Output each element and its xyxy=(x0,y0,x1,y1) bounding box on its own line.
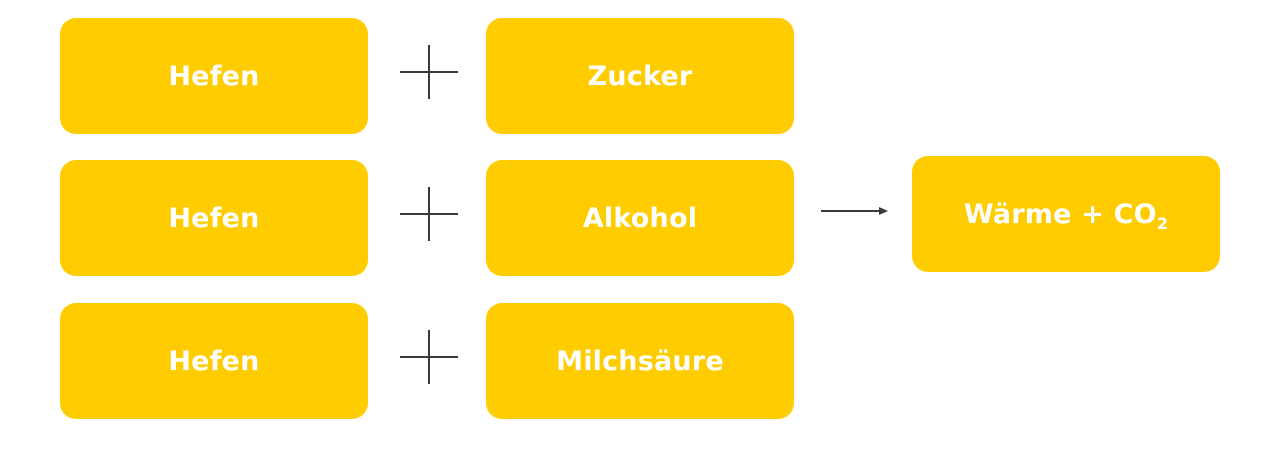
box-row1-yeast: Hefen xyxy=(60,18,368,134)
box-result-label: Wärme + CO2 xyxy=(963,198,1169,233)
box-row2-yeast-label: Hefen xyxy=(168,202,260,234)
plus-icon xyxy=(400,45,458,99)
box-row3-yeast-label: Hefen xyxy=(168,345,260,377)
box-row1-yeast-label: Hefen xyxy=(168,60,260,92)
co2-subscript: 2 xyxy=(1156,213,1169,233)
box-row1-sugar: Zucker xyxy=(486,18,794,134)
box-result-heat-co2: Wärme + CO2 xyxy=(912,156,1220,272)
box-row2-alcohol-label: Alkohol xyxy=(582,202,698,234)
box-row3-lactic-acid: Milchsäure xyxy=(486,303,794,419)
arrow-right-icon xyxy=(821,207,888,215)
plus-icon xyxy=(400,330,458,384)
box-row1-sugar-label: Zucker xyxy=(587,60,693,92)
box-row2-alcohol: Alkohol xyxy=(486,160,794,276)
plus-icon xyxy=(400,187,458,241)
box-row2-yeast: Hefen xyxy=(60,160,368,276)
box-row3-yeast: Hefen xyxy=(60,303,368,419)
box-row3-lactic-acid-label: Milchsäure xyxy=(556,345,724,377)
